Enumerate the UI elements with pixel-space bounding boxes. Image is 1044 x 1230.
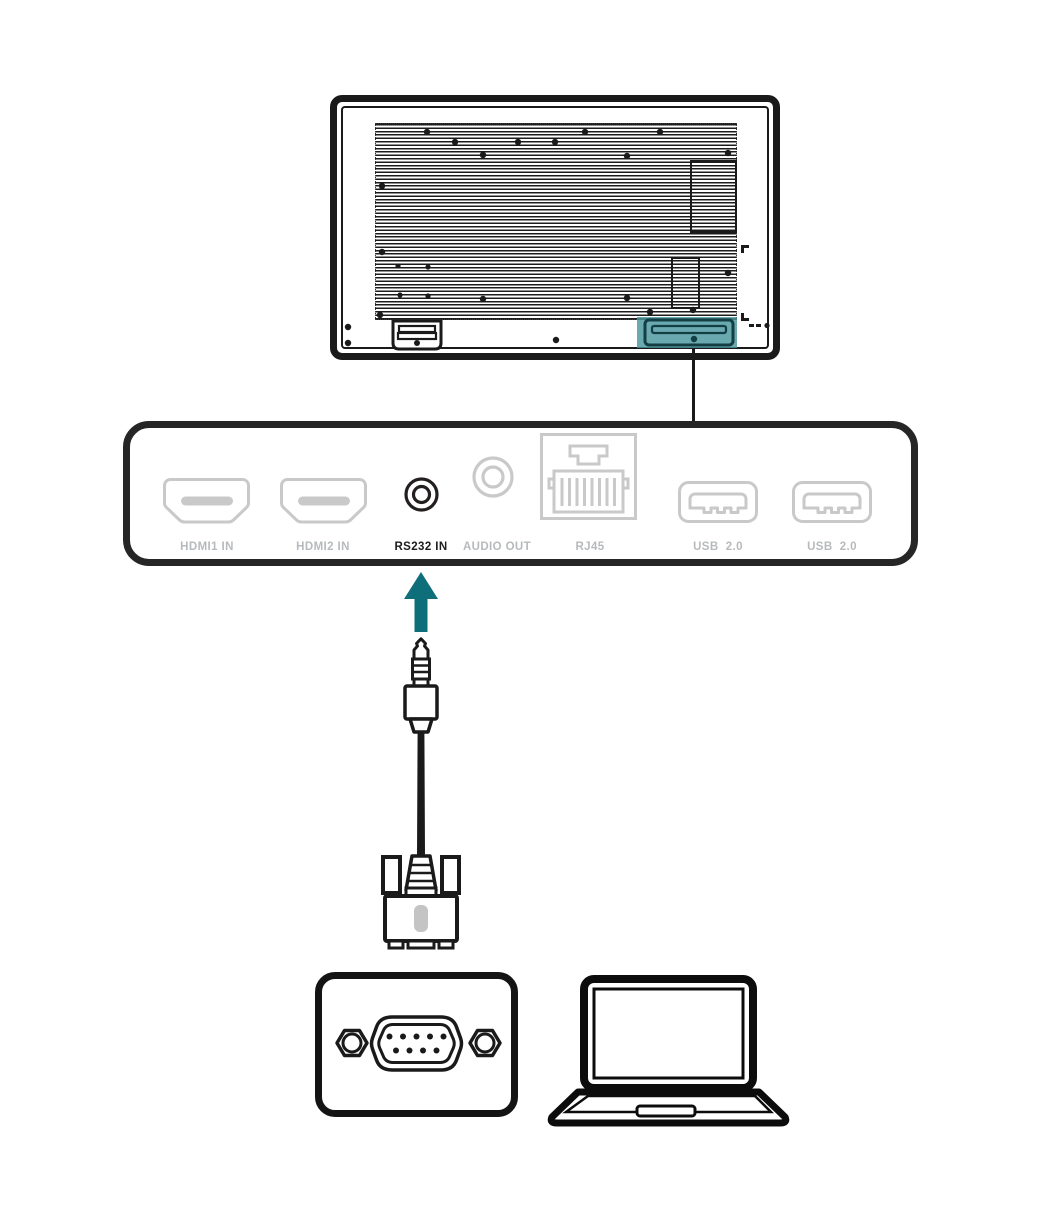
- port-label-usb1: USB 2.0: [693, 541, 743, 553]
- display-handle-bracket: [391, 319, 443, 351]
- display-inner-frame: [341, 106, 769, 349]
- ethernet-port-icon: [540, 433, 637, 520]
- display-vesa-plate: [690, 160, 737, 233]
- jack-cable-db9-connector: [381, 637, 461, 950]
- port-label-usb2: USB 2.0: [807, 541, 857, 553]
- jack-socket-icon: [472, 456, 514, 498]
- port-label-audio-out: AUDIO OUT: [462, 541, 532, 553]
- rear-port-strip: [123, 421, 918, 566]
- laptop-icon: [547, 975, 790, 1127]
- port-label-rj45: RJ45: [575, 541, 605, 553]
- db9-female-port-icon: [335, 1015, 502, 1072]
- hdmi-port-icon: [162, 478, 251, 524]
- port-label-hdmi2: HDMI2 IN: [296, 541, 350, 553]
- usb-port-icon: [678, 481, 758, 523]
- display-screw-dots: [344, 128, 732, 347]
- hdmi-port-icon: [279, 478, 368, 524]
- display-small-plate: [671, 257, 700, 309]
- callout-line: [692, 348, 695, 422]
- port-label-rs232: RS232 IN: [394, 541, 448, 553]
- port-cover-outline: [643, 318, 735, 347]
- display-vent-grille: [375, 123, 737, 320]
- port-label-hdmi1: HDMI1 IN: [180, 541, 234, 553]
- display-edge-marks: [741, 245, 770, 329]
- rs232-pointer-arrow-icon: [404, 572, 438, 632]
- usb-port-icon: [792, 481, 872, 523]
- jack-socket-icon: [404, 477, 439, 512]
